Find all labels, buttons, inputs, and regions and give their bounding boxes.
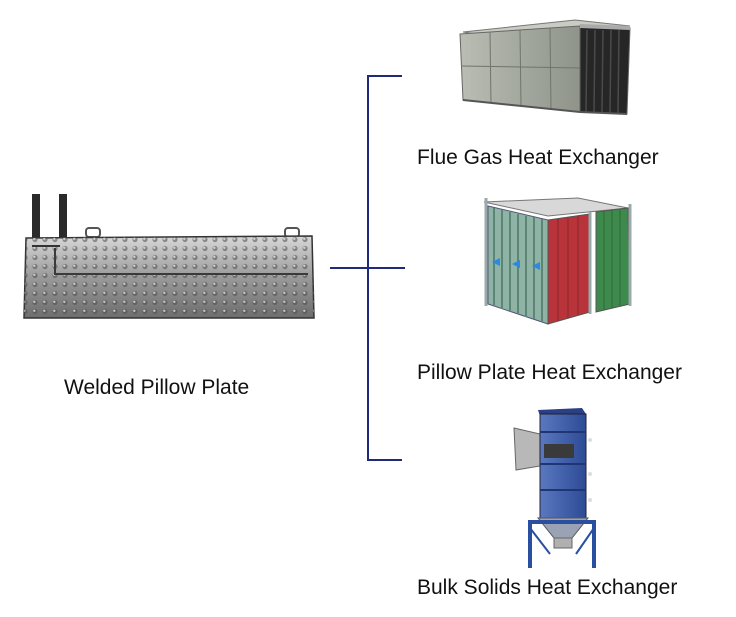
- bulk-solids-exchanger-photo: [510, 404, 606, 570]
- pillow-plate-exchanger-photo: [478, 192, 646, 330]
- product-label-bulk-solids: Bulk Solids Heat Exchanger: [417, 576, 678, 599]
- product-label-flue-gas: Flue Gas Heat Exchanger: [417, 146, 659, 169]
- flue-gas-exchanger-photo: [455, 14, 635, 124]
- source-label: Welded Pillow Plate: [64, 376, 250, 399]
- pillow-plate-photo: [20, 190, 320, 320]
- product-label-pillow-plate: Pillow Plate Heat Exchanger: [417, 361, 682, 384]
